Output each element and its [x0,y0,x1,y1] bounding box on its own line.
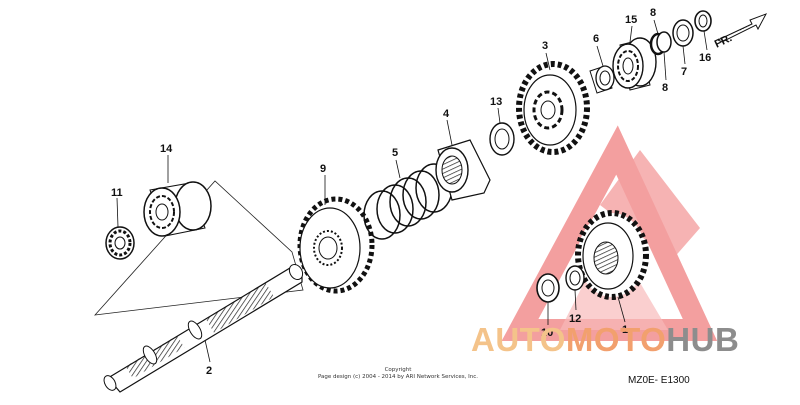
callout-3: 3 [542,40,548,52]
callout-15: 15 [625,14,637,26]
callout-14: 14 [160,143,173,155]
watermark-moto: MOTO [565,321,667,358]
part-3-gear [516,61,590,155]
callout-16: 16 [699,52,711,64]
front-arrow-icon [716,13,768,43]
callout-5: 5 [392,147,398,159]
part-10-bushing [536,273,560,303]
callout-8b: 8 [662,82,668,94]
part-12-washer [565,265,585,291]
callout-9: 9 [320,163,326,175]
part-9-gear [297,196,375,294]
part-2-mainshaft [93,180,304,393]
part-14-bearing [143,181,212,237]
copyright-text: Page design (c) 2004 - 2014 by ARI Netwo… [317,374,479,380]
diagram-code: MZ0E- E1300 [628,375,690,386]
part-13-washer [489,122,515,156]
watermark-wordmark: AUTOMOTOHUB [471,320,739,360]
part-4-collar [435,139,491,201]
callout-10: 10 [541,327,553,339]
part-7-collar [672,19,694,47]
part-6-bushing [589,65,615,94]
callout-8a: 8 [650,7,656,19]
callout-13: 13 [490,96,502,108]
copyright-title: Copyright [384,367,412,373]
part-16-washer [694,10,712,32]
callout-11: 11 [111,187,123,199]
part-1-gear [575,210,649,300]
callout-2: 2 [206,365,212,377]
part-11-nut [105,226,135,260]
part-15-bearing [612,37,657,91]
callout-7: 7 [681,66,687,78]
leader-lines [116,19,708,363]
copyright-notice: Copyright Page design (c) 2004 - 2014 by… [288,367,508,381]
callout-4: 4 [443,108,450,120]
callout-6: 6 [593,33,599,45]
callout-12: 12 [569,313,581,325]
part-8-rings [649,31,672,56]
watermark-auto: AUTO [471,321,566,358]
watermark-hub: HUB [666,321,740,358]
callout-1: 1 [622,324,628,336]
